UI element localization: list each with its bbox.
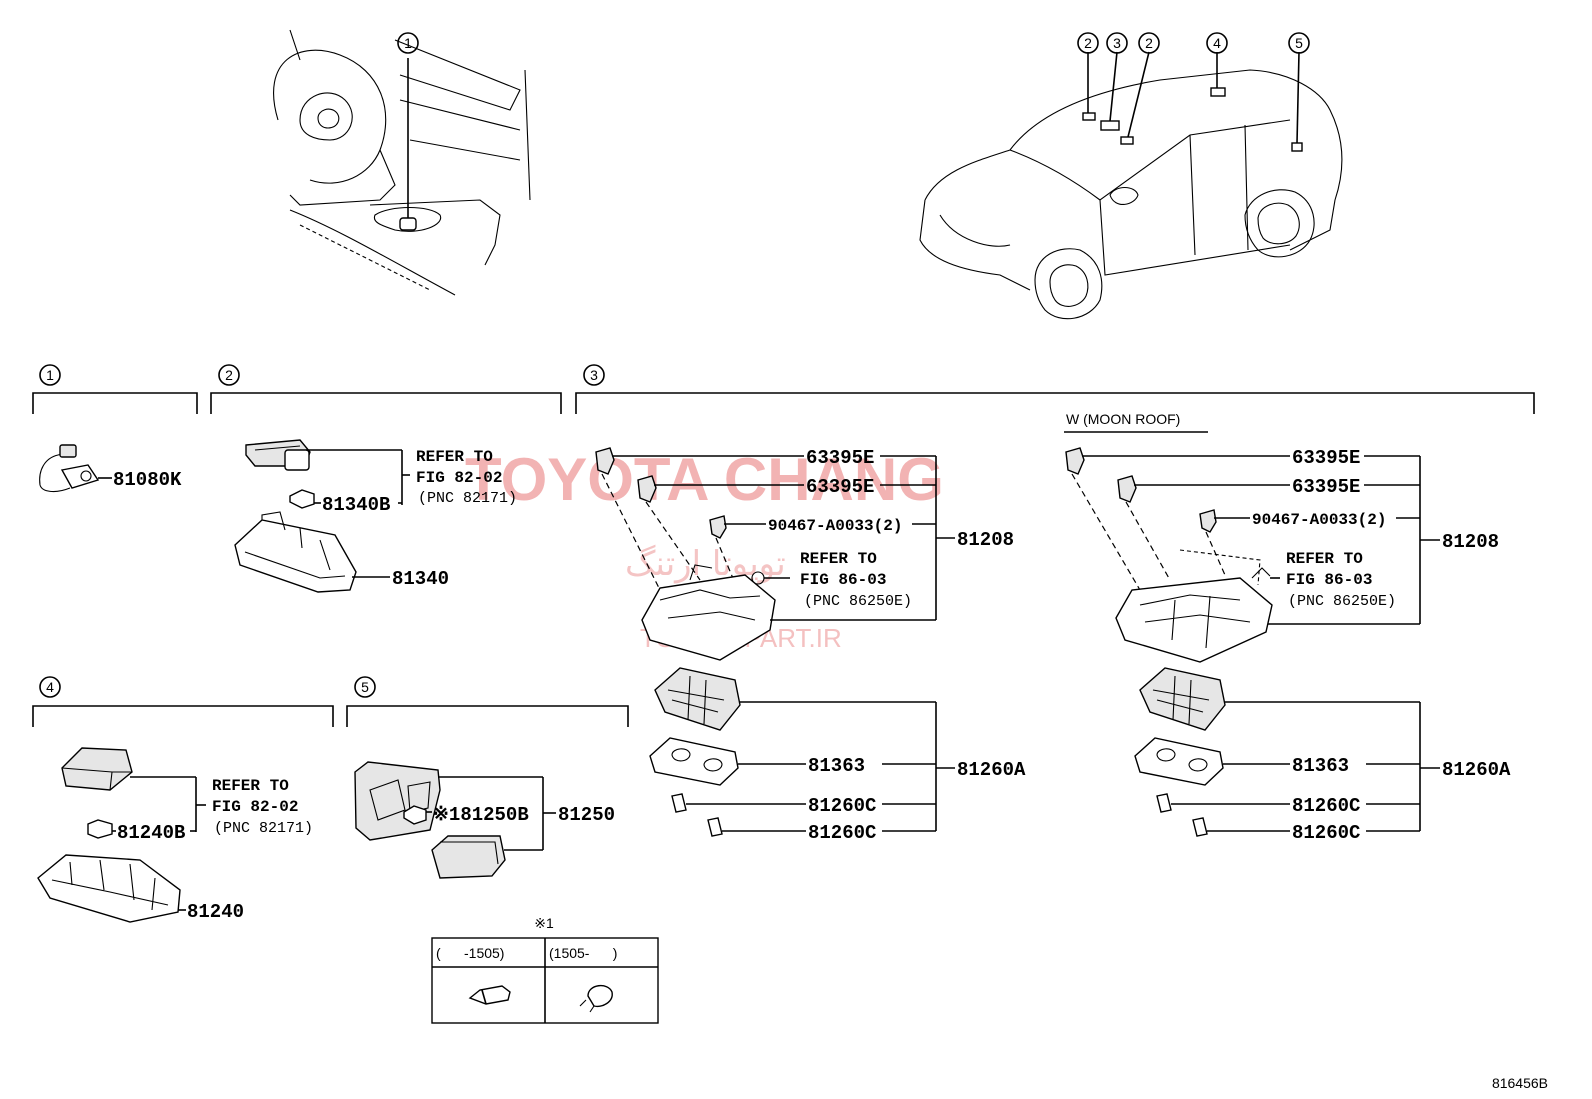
vehicle-view: 2 3 2 4 5 xyxy=(919,32,1343,320)
part-63395E-d: 63395E xyxy=(1292,476,1360,498)
part-81240: 81240 xyxy=(187,901,244,923)
part-81250B: ※181250B xyxy=(433,804,529,826)
part-81363-w: 81363 xyxy=(1292,755,1349,777)
part-81340: 81340 xyxy=(392,568,449,590)
section-3-moon-roof: W (MOON ROOF) 63395E 63395E 90467-A0033(… xyxy=(1064,411,1511,844)
callout-2a-label: 2 xyxy=(1084,35,1092,51)
section-2: 81340B REFER TO FIG 82-02 (PNC 82171) 81… xyxy=(234,439,517,593)
section-5-number: 5 xyxy=(361,679,369,695)
section-2-number: 2 xyxy=(225,367,233,383)
note-col2-header: (1505- ) xyxy=(549,945,617,961)
part-90467-A0033: 90467-A0033(2) xyxy=(768,517,902,535)
part-81208-w: 81208 xyxy=(1442,531,1499,553)
interior-footwell-view: 1 xyxy=(273,29,531,296)
part-81260C-c: 81260C xyxy=(1292,795,1360,817)
watermark-brand: TOYOTA CHANG xyxy=(465,446,944,513)
part-81260A-w: 81260A xyxy=(1442,759,1511,781)
s3w-refer-line1: REFER TO xyxy=(1286,550,1363,568)
part-81250: 81250 xyxy=(558,804,615,826)
s3-refer-line3: (PNC 86250E) xyxy=(804,593,912,610)
callout-5-label: 5 xyxy=(1295,35,1303,51)
part-63395E-b: 63395E xyxy=(806,476,874,498)
callout-3-label: 3 xyxy=(1113,35,1121,51)
part-81340B: 81340B xyxy=(322,494,390,516)
part-81260C-d: 81260C xyxy=(1292,822,1360,844)
s2-refer-line3: (PNC 82171) xyxy=(418,490,517,507)
part-81363: 81363 xyxy=(808,755,865,777)
s2-refer-line1: REFER TO xyxy=(416,448,493,466)
callout-2b-label: 2 xyxy=(1145,35,1153,51)
part-81260C-a: 81260C xyxy=(808,795,876,817)
part-81260A: 81260A xyxy=(957,759,1026,781)
part-81208: 81208 xyxy=(957,529,1014,551)
s3w-refer-line3: (PNC 86250E) xyxy=(1288,593,1396,610)
section-headers: 1 2 3 4 5 xyxy=(32,364,1535,727)
note-mark: ※1 xyxy=(534,915,554,931)
section-3-standard: 63395E 63395E 90467-A0033(2) 81208 REFER… xyxy=(595,447,1026,844)
s4-refer-line3: (PNC 82171) xyxy=(214,820,313,837)
part-90467-A0033-w: 90467-A0033(2) xyxy=(1252,511,1386,529)
part-81080K: 81080K xyxy=(113,469,182,491)
part-81240B: 81240B xyxy=(117,822,185,844)
note-col1-header: ( -1505) xyxy=(436,945,504,961)
s4-refer-line2: FIG 82-02 xyxy=(212,798,298,816)
moon-roof-label: W (MOON ROOF) xyxy=(1066,411,1180,427)
s4-refer-line1: REFER TO xyxy=(212,777,289,795)
callout-4-label: 4 xyxy=(1213,35,1221,51)
callout-1-label: 1 xyxy=(404,35,412,51)
part-63395E-c: 63395E xyxy=(1292,447,1360,469)
section-1: 81080K xyxy=(39,444,182,493)
s3-refer-line2: FIG 86-03 xyxy=(800,571,886,589)
s3w-refer-line2: FIG 86-03 xyxy=(1286,571,1372,589)
note-table: ※1 ( -1505) (1505- ) xyxy=(431,915,659,1024)
callout-circle xyxy=(397,32,419,54)
watermark-persian: تویوتا ارتنگ xyxy=(625,544,786,584)
illustration-id: 816456B xyxy=(1492,1075,1548,1091)
section-4: 81240B REFER TO FIG 82-02 (PNC 82171) 81… xyxy=(37,747,313,923)
section-5: ※181250B 81250 xyxy=(354,761,615,879)
section-1-number: 1 xyxy=(46,367,54,383)
s2-refer-line2: FIG 82-02 xyxy=(416,469,502,487)
s3-refer-line1: REFER TO xyxy=(800,550,877,568)
part-81260C-b: 81260C xyxy=(808,822,876,844)
section-4-number: 4 xyxy=(46,679,54,695)
part-63395E-a: 63395E xyxy=(806,447,874,469)
section-3-number: 3 xyxy=(590,367,598,383)
